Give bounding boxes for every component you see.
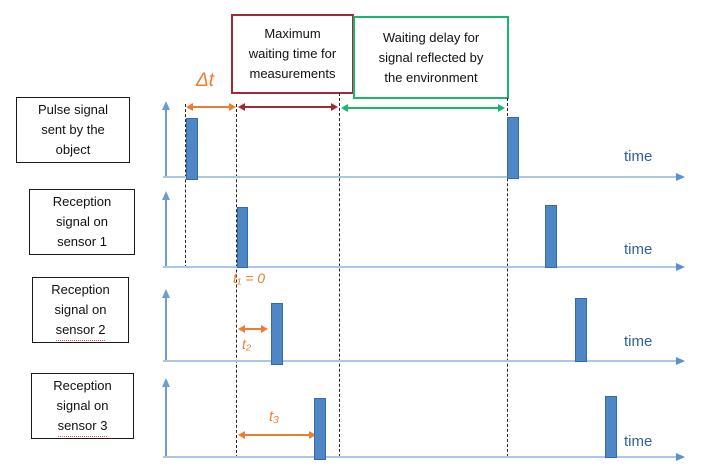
label-line: Reception: [52, 194, 112, 209]
row1-time-axis: [163, 172, 685, 181]
waiting-delay-box: Waiting delay for signal reflected by th…: [353, 16, 509, 99]
t2-arrow: [238, 325, 268, 333]
label-line: sensor 2: [55, 320, 106, 341]
label-line: Reception: [53, 377, 112, 393]
row4-pulse-2: [605, 396, 617, 458]
max-waiting-time-line: measurements: [249, 66, 336, 81]
row1-pulse-1: [186, 118, 198, 180]
row4-time-label: time: [624, 433, 653, 450]
row2-pulse-1: [237, 207, 248, 268]
max-waiting-time-arrow: [238, 103, 338, 111]
row2-time-label: time: [624, 241, 653, 258]
row4-y-axis: [161, 378, 170, 457]
dashed-line-pulse-start: [185, 104, 186, 268]
pulse-signal-label-box: Pulse signal sent by the object: [16, 97, 130, 163]
t3-label: t₃: [269, 408, 280, 425]
t1-label: t₁ = 0: [233, 270, 266, 286]
row2-time-axis: [163, 262, 685, 271]
sensor1-label-box: Reception signal on sensor 1: [29, 189, 135, 255]
waiting-delay-line: the environment: [384, 69, 478, 85]
t2-label: t₂: [242, 336, 252, 352]
label-line: signal on: [56, 397, 109, 413]
max-waiting-time-box: Maximum waiting time for measurements: [231, 14, 354, 94]
label-line: Pulse signal: [37, 102, 109, 117]
row3-pulse-1: [271, 303, 283, 365]
dashed-line-max-wait-end: [339, 93, 340, 457]
waiting-delay-line: Waiting delay for: [382, 29, 480, 45]
label-line: signal on: [54, 301, 107, 317]
sensor3-label-box: Reception signal on sensor 3: [31, 373, 134, 439]
label-line: signal on: [55, 214, 109, 229]
dashed-line-t1-reference: [236, 104, 237, 458]
delta-t-arrow: [186, 103, 236, 111]
row3-time-axis: [163, 356, 685, 365]
label-line: Reception: [51, 281, 110, 297]
sensor2-label-box: Reception signal on sensor 2: [32, 277, 129, 343]
row4-time-axis: [163, 452, 685, 461]
label-line: sensor 3: [57, 416, 108, 437]
row1-y-axis: [161, 101, 170, 178]
row3-pulse-2: [575, 298, 587, 362]
delta-t-label: Δt: [196, 70, 215, 91]
row1-pulse-2: [507, 117, 519, 179]
row2-y-axis: [161, 191, 170, 268]
row1-time-label: time: [624, 148, 653, 165]
label-line: sent by the: [41, 122, 105, 137]
t3-arrow: [238, 431, 316, 439]
env-delay-arrow: [341, 104, 505, 112]
row3-time-label: time: [624, 333, 653, 350]
row4-pulse-1: [314, 398, 326, 460]
waiting-delay-line: signal reflected by: [378, 49, 484, 65]
label-line: sensor 1: [57, 234, 107, 249]
dashed-line-env-delay-end: [507, 98, 508, 457]
max-waiting-time-line: Maximum: [264, 26, 321, 41]
label-line: object: [55, 142, 91, 157]
row3-y-axis: [161, 289, 170, 362]
row2-pulse-2: [545, 205, 557, 268]
max-waiting-time-line: waiting time for: [248, 46, 337, 61]
